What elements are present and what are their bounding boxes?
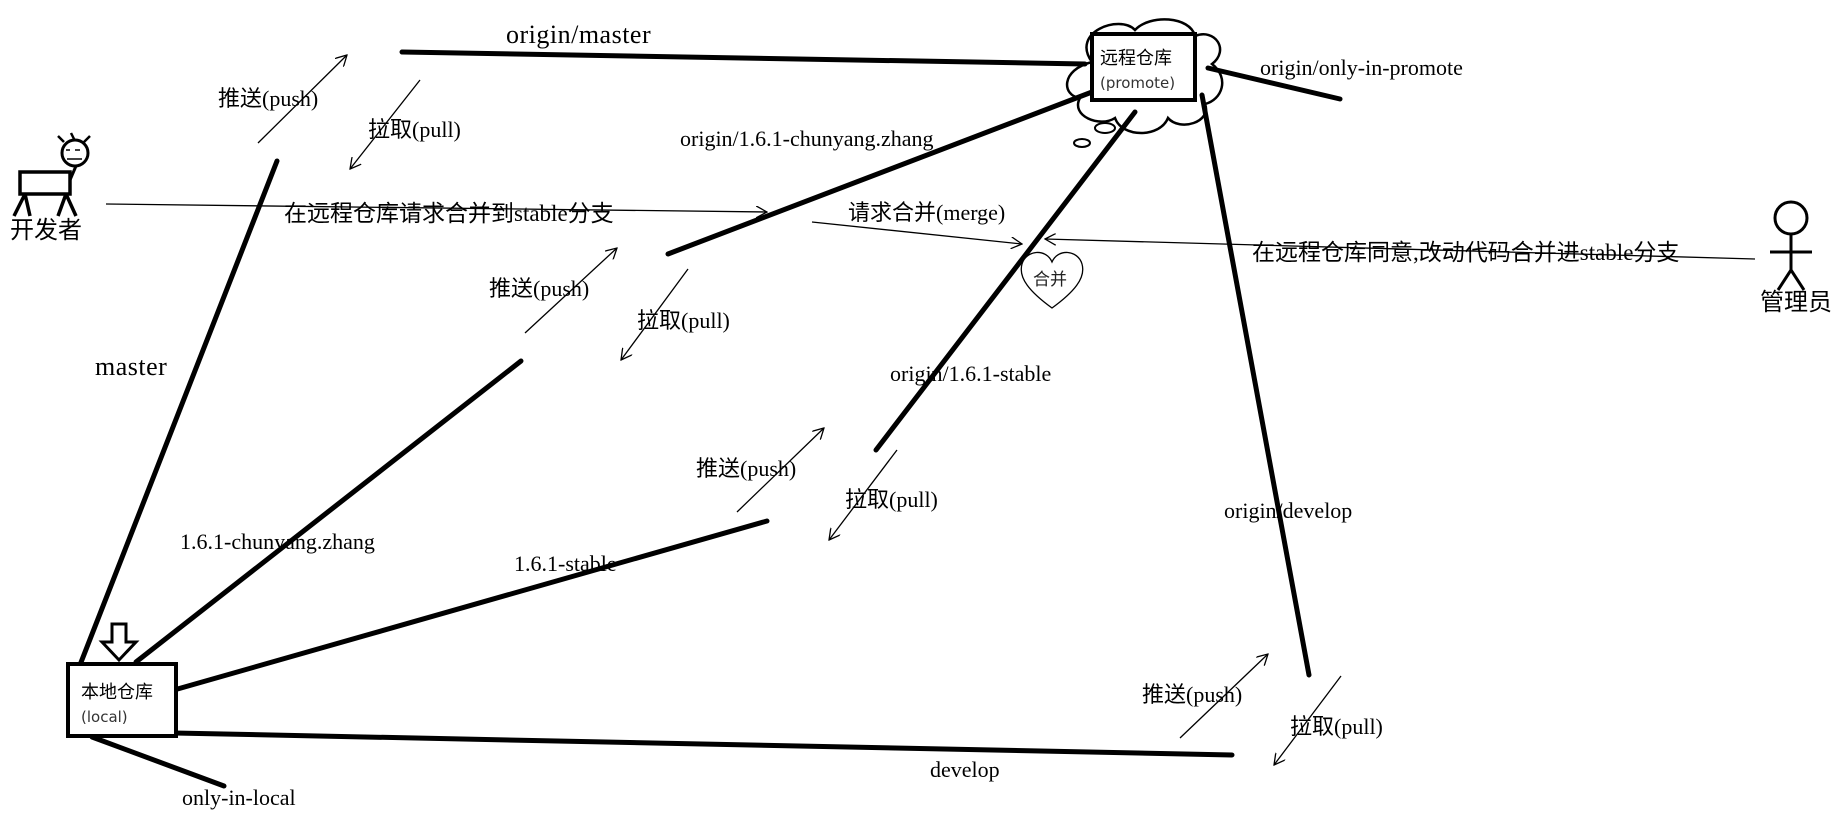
origin-develop-line bbox=[1199, 92, 1312, 678]
origin-develop-label: origin/develop bbox=[1224, 498, 1353, 523]
remote-repository-title: 远程仓库 bbox=[1100, 48, 1172, 69]
chunyang-line bbox=[133, 358, 524, 665]
develop-line bbox=[171, 730, 1235, 758]
arrow-down-icon bbox=[98, 622, 140, 663]
origin-master-label: origin/master bbox=[506, 20, 652, 49]
only-in-local-line bbox=[89, 734, 227, 789]
merge-heart-label: 合并 bbox=[1033, 270, 1067, 290]
admin-label: 管理员 bbox=[1760, 288, 1832, 316]
push-arrow-stable bbox=[736, 428, 824, 513]
admin-figure-icon bbox=[1770, 200, 1812, 291]
master-label: master bbox=[95, 352, 168, 381]
pull-arrow-stable bbox=[829, 449, 898, 540]
origin-stable-label: origin/1.6.1-stable bbox=[890, 361, 1052, 386]
pull-arrow-master bbox=[350, 79, 421, 169]
pull-label-master: 拉取(pull) bbox=[368, 117, 461, 142]
pull-label-develop: 拉取(pull) bbox=[1290, 714, 1383, 739]
admin-merge-label: 在远程仓库同意,改动代码合并进stable分支 bbox=[1252, 240, 1680, 265]
local-repository-title: 本地仓库 bbox=[81, 682, 153, 703]
push-label-chunyang: 推送(push) bbox=[489, 276, 590, 301]
local-repository-subtitle: (local) bbox=[81, 708, 128, 726]
pull-arrow-develop bbox=[1274, 675, 1342, 765]
push-arrow-master bbox=[257, 55, 347, 144]
stable-line bbox=[171, 518, 770, 693]
dev-request-label: 在远程仓库请求合并到stable分支 bbox=[284, 201, 614, 226]
developer-label: 开发者 bbox=[10, 216, 82, 244]
admin-merge-arrow bbox=[1045, 239, 1756, 260]
request-merge-label: 请求合并(merge) bbox=[848, 200, 1006, 225]
developer-figure-icon bbox=[12, 132, 91, 217]
merge-request-arrow bbox=[811, 221, 1022, 244]
origin-chunyang-label: origin/1.6.1-chunyang.zhang bbox=[680, 126, 934, 151]
master-line bbox=[75, 158, 280, 673]
push-label-master: 推送(push) bbox=[218, 86, 319, 111]
dev-request-arrow bbox=[105, 203, 767, 212]
push-arrow-develop bbox=[1179, 654, 1268, 739]
push-arrow-chunyang bbox=[524, 248, 617, 334]
pull-label-chunyang: 拉取(pull) bbox=[637, 308, 730, 333]
develop-label: develop bbox=[930, 757, 1000, 782]
origin-stable-line bbox=[873, 109, 1138, 453]
origin-only-in-promote-label: origin/only-in-promote bbox=[1260, 55, 1463, 80]
origin-chunyang-line bbox=[665, 89, 1095, 257]
chunyang-label: 1.6.1-chunyang.zhang bbox=[180, 529, 375, 554]
only-in-local-label: only-in-local bbox=[182, 785, 296, 810]
origin-master-line bbox=[399, 49, 1088, 67]
local-repository-box: 本地仓库 (local) bbox=[66, 662, 178, 738]
push-label-develop: 推送(push) bbox=[1142, 682, 1243, 707]
remote-repository-subtitle: (promote) bbox=[1100, 74, 1176, 92]
remote-repository-box: 远程仓库 (promote) bbox=[1090, 32, 1197, 102]
stable-label: 1.6.1-stable bbox=[514, 551, 617, 576]
origin-only-in-promote-line bbox=[1205, 65, 1343, 102]
push-label-stable: 推送(push) bbox=[696, 456, 797, 481]
pull-label-stable: 拉取(pull) bbox=[845, 487, 938, 512]
merge-heart-icon bbox=[1020, 251, 1084, 309]
pull-arrow-chunyang bbox=[621, 268, 689, 360]
